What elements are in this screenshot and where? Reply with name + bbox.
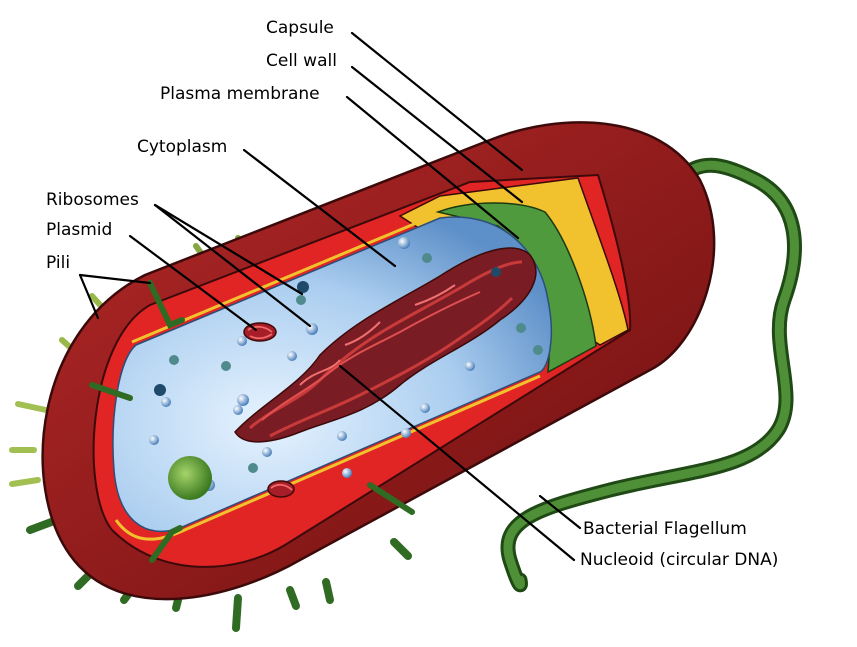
ribosome	[287, 351, 297, 361]
membrane-edge	[114, 374, 541, 541]
plasma-membrane-leader	[345, 95, 520, 240]
ribosome	[465, 361, 475, 371]
cell-wall-leader	[350, 65, 524, 204]
ribosome	[420, 403, 430, 413]
pili-leader-1	[78, 273, 100, 320]
ribosome	[149, 435, 159, 445]
leader-lines	[78, 31, 582, 562]
ribosome	[169, 355, 179, 365]
ribosome	[262, 447, 272, 457]
label-nucleoid: Nucleoid (circular DNA)	[580, 550, 778, 570]
ribosomes-leader-1	[153, 203, 304, 296]
ribosome	[233, 405, 243, 415]
plasmid-group	[243, 322, 295, 498]
nucleoid	[234, 247, 537, 443]
ribosome	[221, 361, 231, 371]
flagellum	[500, 157, 802, 593]
pilus	[322, 578, 334, 604]
pilus	[15, 401, 49, 413]
ribosome	[491, 267, 501, 277]
inclusion-granule	[168, 456, 212, 500]
label-ribosomes: Ribosomes	[46, 190, 139, 210]
ribosome	[161, 397, 171, 407]
pilus	[9, 477, 41, 487]
ribosome	[337, 431, 347, 441]
ribosome	[154, 384, 166, 396]
plasmid-leader	[128, 234, 258, 332]
ribosome	[516, 323, 526, 333]
pilus	[232, 594, 242, 632]
capsule-leader	[350, 31, 524, 172]
label-cell-wall: Cell wall	[266, 51, 337, 71]
cytoplasm-leader	[242, 148, 397, 268]
ribosome	[237, 336, 247, 346]
ribosome	[533, 345, 543, 355]
nucleoid-leader	[338, 364, 576, 562]
ribosome	[422, 253, 432, 263]
ribosomes-leader-2	[153, 203, 312, 328]
label-pili: Pili	[46, 253, 70, 273]
label-capsule: Capsule	[266, 18, 334, 38]
label-plasmid: Plasmid	[46, 220, 112, 240]
pili-leader-2	[78, 273, 152, 285]
ribosome	[401, 428, 411, 438]
pilus	[286, 586, 300, 610]
ribosome	[237, 394, 249, 406]
ribosome	[398, 237, 410, 249]
pili-bases	[89, 280, 415, 563]
pilus	[390, 538, 412, 560]
ribosome	[342, 468, 352, 478]
label-plasma-membrane: Plasma membrane	[160, 84, 320, 104]
ribosome	[296, 295, 306, 305]
ribosome	[297, 281, 309, 293]
label-flagellum: Bacterial Flagellum	[583, 519, 747, 539]
label-cytoplasm: Cytoplasm	[137, 137, 227, 157]
ribosome	[248, 463, 258, 473]
flagellum-leader	[538, 494, 582, 530]
